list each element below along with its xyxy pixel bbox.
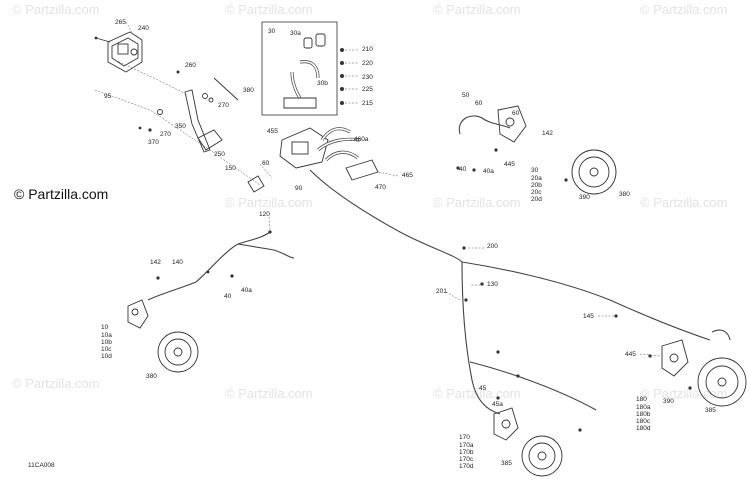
callout-45a: 45a (492, 401, 503, 408)
callout-390: 390 (579, 194, 590, 201)
callout-170b: 170b (459, 449, 474, 456)
callout-40a: 40a (483, 168, 494, 175)
callout-270: 270 (218, 102, 229, 109)
callout-90: 90 (295, 185, 303, 192)
callout-250: 250 (214, 151, 225, 158)
watermark-text: © Partzilla.com (12, 376, 100, 391)
callout-390: 390 (663, 398, 674, 405)
callout-460a: 460a (354, 136, 369, 143)
callout-260: 260 (185, 62, 196, 69)
inset-frame (261, 21, 338, 116)
watermark-text: © Partzilla.com (640, 386, 728, 401)
callout-170d: 170d (459, 463, 474, 470)
callout-95: 95 (104, 93, 112, 100)
callout-30: 30 (268, 28, 276, 35)
callout-170a: 170a (459, 442, 474, 449)
callout-445: 445 (504, 161, 515, 168)
callout-210: 210 (362, 46, 373, 53)
callout-150: 150 (225, 165, 236, 172)
master-cylinder-assembly (94, 31, 143, 73)
callout-201: 201 (436, 288, 447, 295)
callout-40: 40 (459, 166, 467, 173)
reservoir-detail (283, 33, 326, 109)
watermark-text: © Partzilla.com (640, 195, 728, 210)
callout-leaders (125, 21, 661, 357)
watermark-text: © Partzilla.com (12, 2, 100, 17)
callout-180c: 180c (636, 418, 651, 425)
callout-130: 130 (487, 281, 498, 288)
callout-170: 170 (459, 434, 470, 441)
callout-380: 380 (146, 373, 157, 380)
callout-220: 220 (362, 60, 373, 67)
watermark-text: © Partzilla.com (433, 195, 521, 210)
callout-40a: 40a (241, 287, 252, 294)
watermark-text: © Partzilla.com (225, 2, 313, 17)
callout-225: 225 (362, 86, 373, 93)
callout-180: 180 (636, 396, 647, 403)
front-right-brake (458, 105, 617, 195)
callout-10a: 10a (101, 332, 112, 339)
front-left-brake (127, 299, 199, 373)
callout-380: 380 (619, 191, 630, 198)
callout-labels: 265 240 260 95 380 270 350 270 370 250 3… (101, 19, 716, 470)
callout-120: 120 (259, 211, 270, 218)
callout-142: 142 (150, 259, 161, 266)
rear-right-brake (661, 329, 747, 407)
callout-40: 40 (224, 293, 232, 300)
callout-50: 50 (462, 92, 470, 99)
callout-60: 60 (475, 100, 483, 107)
watermark-text: © Partzilla.com (433, 2, 521, 17)
callout-385: 385 (705, 407, 716, 414)
callout-180d: 180d (636, 425, 651, 432)
figure-code: 11CA008 (28, 462, 55, 469)
callout-380: 380 (243, 87, 254, 94)
callout-240: 240 (138, 25, 149, 32)
callout-60: 60 (262, 160, 270, 167)
callout-470: 470 (375, 184, 386, 191)
callout-270: 270 (160, 131, 171, 138)
callout-30b: 30b (317, 80, 328, 87)
callout-30: 30 (531, 167, 539, 174)
callout-215: 215 (362, 100, 373, 107)
watermark-text: © Partzilla.com (225, 195, 313, 210)
callout-60: 60 (512, 110, 520, 117)
callout-10c: 10c (101, 346, 112, 353)
callout-20a: 20a (531, 175, 542, 182)
callout-10: 10 (101, 324, 109, 331)
callout-385: 385 (501, 460, 512, 467)
callout-30a: 30a (290, 30, 301, 37)
line-clips (156, 148, 692, 432)
callout-145: 145 (583, 313, 594, 320)
callout-20c: 20c (531, 189, 542, 196)
brake-lines (147, 169, 711, 415)
callout-180a: 180a (636, 404, 651, 411)
fittings-column (340, 48, 344, 105)
callout-20b: 20b (531, 182, 542, 189)
callout-10d: 10d (101, 353, 112, 360)
callout-10b: 10b (101, 339, 112, 346)
callout-445: 445 (625, 351, 636, 358)
watermark-text: © Partzilla.com (640, 2, 728, 17)
callout-170c: 170c (459, 456, 474, 463)
callout-20d: 20d (531, 196, 542, 203)
watermark-text: © Partzilla.com (225, 386, 313, 401)
callout-465: 465 (402, 172, 413, 179)
callout-180b: 180b (636, 411, 651, 418)
callout-455: 455 (267, 128, 278, 135)
callout-140: 140 (172, 259, 183, 266)
callout-200: 200 (487, 243, 498, 250)
callout-350: 350 (175, 123, 186, 130)
rear-left-brake (493, 407, 563, 477)
callout-370: 370 (148, 139, 159, 146)
callout-265: 265 (115, 19, 126, 26)
callout-45: 45 (479, 385, 487, 392)
callout-142: 142 (542, 130, 553, 137)
callout-230: 230 (362, 74, 373, 81)
brand-watermark: © Partzilla.com (14, 186, 108, 202)
abs-module (247, 127, 379, 193)
